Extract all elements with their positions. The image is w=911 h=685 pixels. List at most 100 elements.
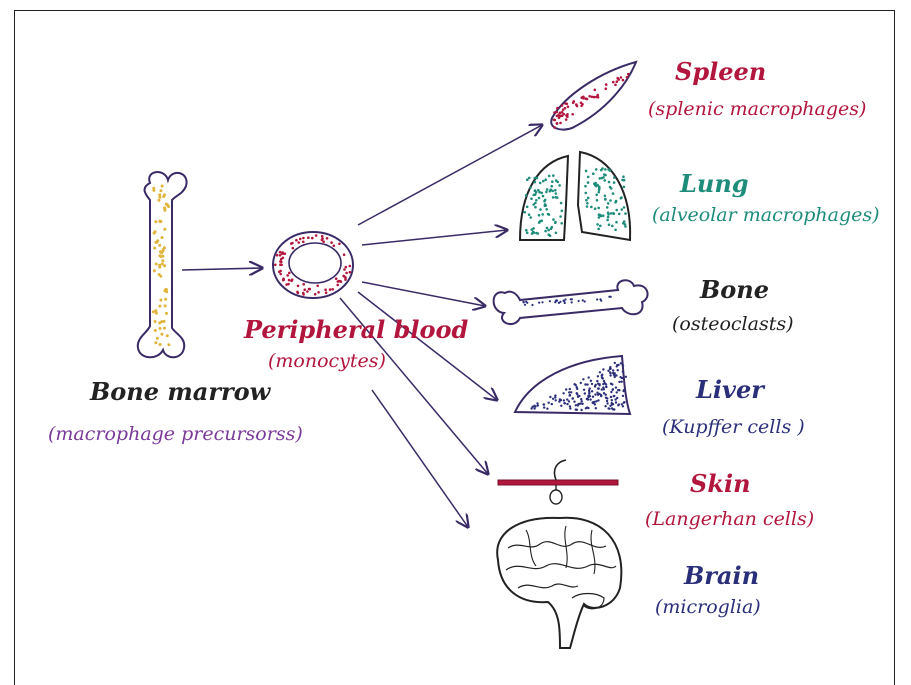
stipple-dot xyxy=(564,302,566,304)
stipple-dot xyxy=(585,97,588,100)
stipple-dot xyxy=(541,213,544,216)
stipple-dot xyxy=(159,220,162,223)
brain-icon xyxy=(497,518,621,648)
stipple-dot xyxy=(553,111,556,114)
stipple-dot xyxy=(595,407,597,409)
stipple-dot xyxy=(585,407,587,409)
stipple-dot xyxy=(536,402,538,404)
stipple-dot xyxy=(597,96,600,99)
stipple-dot xyxy=(303,288,306,291)
stipple-dot xyxy=(336,284,339,287)
stipple-dot xyxy=(588,389,590,391)
lung-detail: (alveolar macrophages) xyxy=(652,206,880,225)
stipple-dot xyxy=(610,383,612,385)
stipple-dot xyxy=(566,398,568,400)
stipple-dot xyxy=(559,301,561,303)
stipple-dot xyxy=(291,278,294,281)
stipple-dot xyxy=(560,399,562,401)
liver-detail: (Kupffer cells ) xyxy=(662,418,805,437)
stipple-dot xyxy=(615,374,617,376)
stipple-dot xyxy=(602,386,604,388)
lung-name: Lung xyxy=(680,172,749,196)
stipple-dot xyxy=(575,404,577,406)
stipple-dot xyxy=(288,272,291,275)
stipple-dot xyxy=(625,376,627,378)
stipple-dot xyxy=(588,376,590,378)
stipple-dot xyxy=(571,298,573,300)
stipple-dot xyxy=(597,387,599,389)
stipple-dot xyxy=(621,381,623,383)
stipple-dot xyxy=(297,292,300,295)
spleen-icon xyxy=(551,62,636,130)
blood-vessel-icon xyxy=(273,232,353,298)
stipple-dot xyxy=(627,73,630,76)
stipple-dot xyxy=(601,177,604,180)
stipple-dot xyxy=(561,114,564,117)
stipple-dot xyxy=(611,399,613,401)
stipple-dot xyxy=(588,393,590,395)
stipple-dot xyxy=(607,202,610,205)
stipple-dot xyxy=(597,394,599,396)
stipple-dot xyxy=(538,214,541,217)
stipple-dot xyxy=(609,199,612,202)
stipple-dot xyxy=(302,241,305,244)
skin-icon xyxy=(498,460,618,504)
stipple-dot xyxy=(609,186,612,189)
stipple-dot xyxy=(580,398,582,400)
stipple-dot xyxy=(549,300,551,302)
stipple-dot xyxy=(538,221,541,224)
stipple-dot xyxy=(554,189,557,192)
stipple-dot xyxy=(599,225,602,228)
stipple-dot xyxy=(163,209,166,212)
stipple-dot xyxy=(548,402,550,404)
stipple-dot xyxy=(541,301,543,303)
stipple-dot xyxy=(607,168,610,171)
stipple-dot xyxy=(616,77,619,80)
stipple-dot xyxy=(615,221,618,224)
stipple-dot xyxy=(302,292,305,295)
stipple-dot xyxy=(529,216,532,219)
stipple-dot xyxy=(555,196,558,199)
stipple-dot xyxy=(561,210,564,213)
stipple-dot xyxy=(597,375,599,377)
stipple-dot xyxy=(535,199,538,202)
stipple-dot xyxy=(609,374,611,376)
stipple-dot xyxy=(595,194,598,197)
stipple-dot xyxy=(569,388,571,390)
stipple-dot xyxy=(612,372,614,374)
stipple-dot xyxy=(315,234,318,237)
stipple-dot xyxy=(608,181,611,184)
stipple-dot xyxy=(586,398,588,400)
stipple-dot xyxy=(609,371,611,373)
stipple-dot xyxy=(613,395,615,397)
stipple-dot xyxy=(604,195,607,198)
stipple-dot xyxy=(612,212,615,215)
stipple-dot xyxy=(161,262,164,265)
stipple-dot xyxy=(307,236,310,239)
stipple-dot xyxy=(613,181,616,184)
stipple-dot xyxy=(164,298,167,301)
stipple-dot xyxy=(343,268,346,271)
stipple-dot xyxy=(159,327,162,330)
stipple-dot xyxy=(617,389,619,391)
stipple-dot xyxy=(564,102,567,105)
stipple-dot xyxy=(314,293,317,296)
bone-icon xyxy=(494,280,648,324)
stipple-dot xyxy=(593,96,596,99)
stipple-dot xyxy=(560,202,563,205)
stipple-dot xyxy=(564,298,566,300)
stipple-dot xyxy=(529,186,532,189)
stipple-dot xyxy=(604,198,607,201)
stipple-dot xyxy=(598,188,601,191)
stipple-dot xyxy=(551,403,553,405)
stipple-dot xyxy=(600,215,603,218)
stipple-dot xyxy=(157,199,160,202)
stipple-dot xyxy=(546,408,548,410)
stipple-dot xyxy=(553,126,556,129)
stipple-dot xyxy=(576,388,578,390)
stipple-dot xyxy=(297,285,300,288)
stipple-dot xyxy=(539,208,542,211)
skin-name: Skin xyxy=(690,472,751,496)
stipple-dot xyxy=(595,168,598,171)
stipple-dot xyxy=(615,200,618,203)
